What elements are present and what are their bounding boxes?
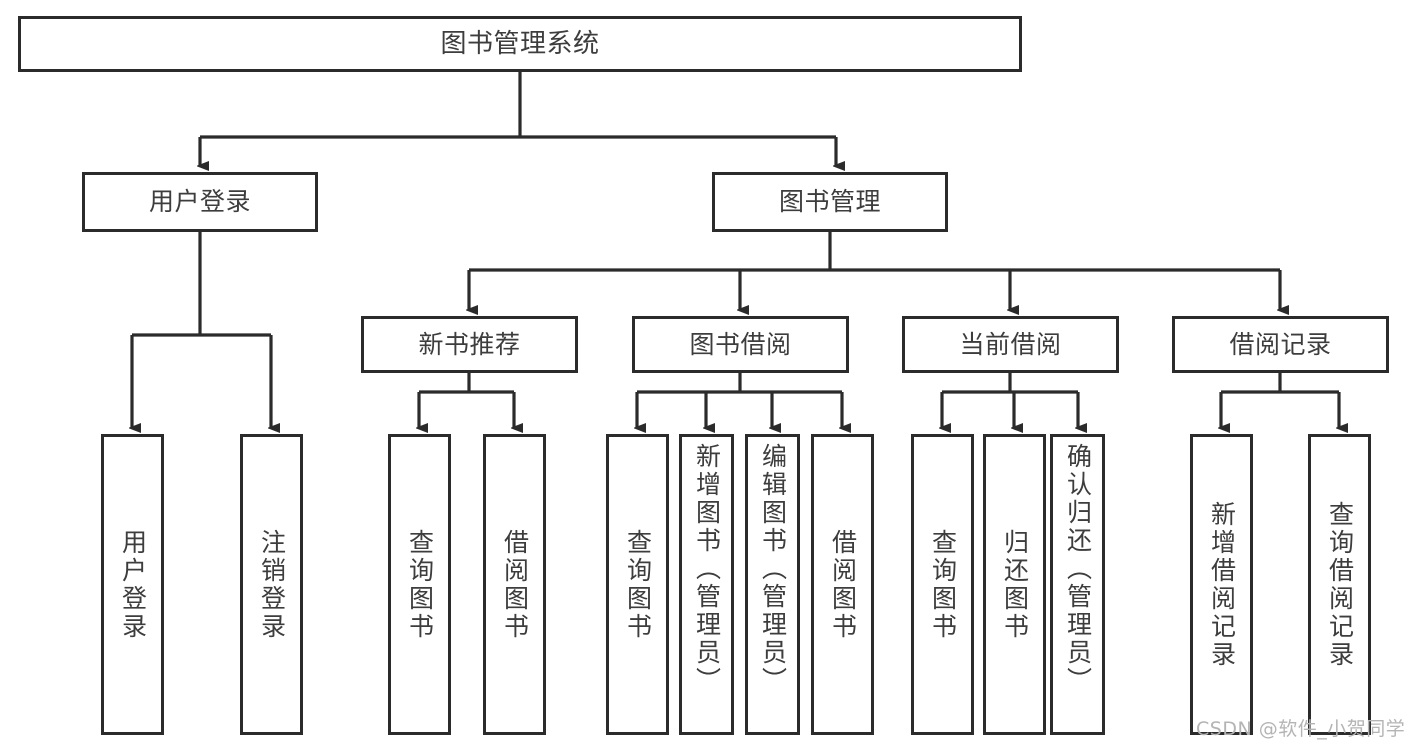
leaf-borrow-book-rec[interactable]: 借阅图书 xyxy=(483,434,546,735)
leaf-add-book-admin-label: 新增图书（管理员） xyxy=(692,443,722,695)
leaf-query-borrow-rec-label: 查询借阅记录 xyxy=(1325,500,1355,669)
leaf-logout-login[interactable]: 注销登录 xyxy=(240,434,303,735)
leaf-borrow-book[interactable]: 借阅图书 xyxy=(811,434,874,735)
node-user-login[interactable]: 用户登录 xyxy=(82,172,318,232)
leaf-confirm-return[interactable]: 确认归还（管理员） xyxy=(1050,434,1105,735)
leaf-user-login[interactable]: 用户登录 xyxy=(101,434,164,735)
leaf-query-book-cur-label: 查询图书 xyxy=(928,528,958,641)
node-new-book-recommend-label: 新书推荐 xyxy=(418,329,521,359)
node-book-manage[interactable]: 图书管理 xyxy=(712,172,948,232)
node-borrow-record[interactable]: 借阅记录 xyxy=(1172,316,1389,373)
leaf-return-book-label: 归还图书 xyxy=(1000,528,1030,641)
watermark-text: CSDN @软件_小贺同学 xyxy=(1196,718,1405,740)
node-book-borrow[interactable]: 图书借阅 xyxy=(632,316,849,373)
node-root-label: 图书管理系统 xyxy=(440,28,600,59)
leaf-query-borrow-rec[interactable]: 查询借阅记录 xyxy=(1308,434,1371,735)
node-root[interactable]: 图书管理系统 xyxy=(18,16,1022,72)
leaf-query-book-cur[interactable]: 查询图书 xyxy=(911,434,974,735)
node-current-borrow-label: 当前借阅 xyxy=(959,329,1062,359)
node-user-login-label: 用户登录 xyxy=(148,187,251,217)
leaf-add-book-admin[interactable]: 新增图书（管理员） xyxy=(679,434,734,735)
leaf-borrow-book-label: 借阅图书 xyxy=(828,528,858,641)
leaf-confirm-return-label: 确认归还（管理员） xyxy=(1063,443,1093,695)
leaf-query-book-rec[interactable]: 查询图书 xyxy=(388,434,451,735)
leaf-add-borrow-rec[interactable]: 新增借阅记录 xyxy=(1190,434,1253,735)
leaf-add-borrow-rec-label: 新增借阅记录 xyxy=(1207,500,1237,669)
leaf-logout-login-label: 注销登录 xyxy=(257,528,287,641)
leaf-user-login-label: 用户登录 xyxy=(118,528,148,641)
leaf-return-book[interactable]: 归还图书 xyxy=(983,434,1046,735)
node-new-book-recommend[interactable]: 新书推荐 xyxy=(361,316,578,373)
leaf-edit-book-admin-label: 编辑图书（管理员） xyxy=(758,443,788,695)
leaf-edit-book-admin[interactable]: 编辑图书（管理员） xyxy=(745,434,800,735)
node-book-borrow-label: 图书借阅 xyxy=(689,329,792,359)
node-book-manage-label: 图书管理 xyxy=(778,187,881,217)
leaf-query-book-rec-label: 查询图书 xyxy=(405,528,435,641)
node-borrow-record-label: 借阅记录 xyxy=(1229,329,1332,359)
leaf-borrow-book-rec-label: 借阅图书 xyxy=(500,528,530,641)
leaf-query-book-label: 查询图书 xyxy=(623,528,653,641)
leaf-query-book[interactable]: 查询图书 xyxy=(606,434,669,735)
node-current-borrow[interactable]: 当前借阅 xyxy=(902,316,1119,373)
